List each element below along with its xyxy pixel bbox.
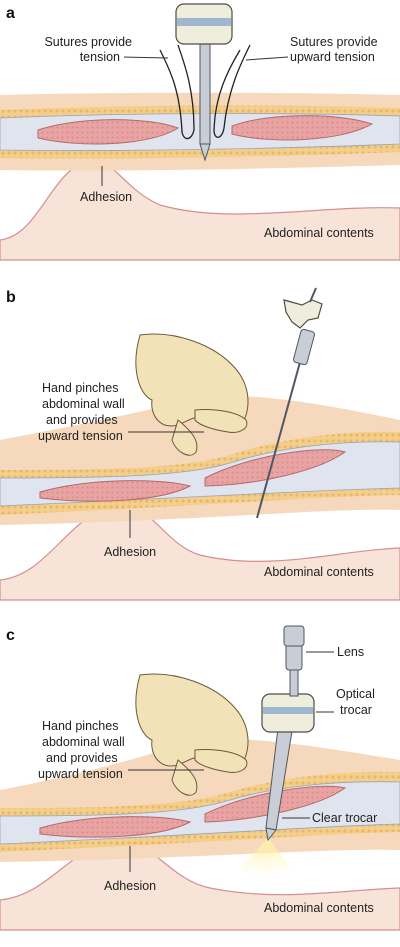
panel-b-veress-needle: [256, 287, 323, 519]
panel-a: a Sutures provide tension Sutures provid…: [0, 3, 400, 261]
panel-c-lens-body: [285, 643, 303, 671]
panel-c-adhesion: Adhesion: [104, 879, 156, 893]
panel-a-adhesion: Adhesion: [80, 190, 132, 204]
panel-b: b Hand pinches abdominal wall and provid…: [0, 287, 400, 601]
panel-b-hand-label-4: upward tension: [38, 429, 123, 443]
panel-c: c Hand pinches abdominal wall and prov: [0, 625, 400, 931]
panel-c-hand-thumb: [194, 749, 248, 773]
panel-c-light-glow: [230, 838, 300, 880]
panel-a-trocar-band: [177, 18, 231, 26]
panel-b-hand-label-1: Hand pinches: [42, 381, 118, 395]
panel-c-scope-shaft: [289, 667, 299, 697]
panel-b-hand: [135, 333, 249, 456]
panel-a-muscle-right: [231, 115, 374, 141]
panel-b-abdominal-contents: [0, 504, 400, 601]
panel-c-optical-label-2: trocar: [340, 703, 372, 717]
panel-a-label-left-1: Sutures provide: [44, 35, 132, 49]
panel-c-optical-label-1: Optical: [336, 687, 375, 701]
panel-c-contents: Abdominal contents: [264, 901, 374, 915]
panel-a-label-right-2: upward tension: [290, 50, 375, 64]
panel-c-muscle-left: [39, 816, 192, 838]
panel-c-hand-label-1: Hand pinches: [42, 719, 118, 733]
panel-c-hand: [135, 673, 249, 796]
panel-a-suture-right: [213, 44, 251, 138]
panel-a-trocar: [175, 3, 233, 162]
panel-c-hand-label-4: upward tension: [38, 767, 123, 781]
panel-a-leader-right: [245, 56, 289, 61]
panel-a-letter: a: [6, 5, 15, 22]
panel-a-trocar-tip: [199, 143, 211, 162]
panel-c-letter: c: [6, 627, 15, 644]
panel-c-hand-label-2: abdominal wall: [42, 735, 125, 749]
panel-c-lens-label: Lens: [337, 645, 364, 659]
panel-a-abdominal-contents: [0, 159, 400, 261]
panel-c-trocar-tip: [265, 827, 277, 842]
panel-c-trocar-band: [263, 707, 313, 714]
panel-a-contents: Abdominal contents: [264, 226, 374, 240]
panel-a-label-right-1: Sutures provide: [290, 35, 378, 49]
panel-a-suture-left: [159, 44, 195, 140]
panel-b-hand-label-2: abdominal wall: [42, 397, 125, 411]
panel-b-hand-finger: [171, 419, 198, 456]
panel-c-optical-trocar: [261, 625, 315, 842]
panel-a-leader-left: [123, 56, 169, 59]
panel-b-hand-thumb: [194, 409, 248, 433]
panel-b-letter: b: [6, 289, 16, 306]
panel-a-trocar-shaft: [199, 43, 211, 145]
panel-b-stopcock: [283, 299, 323, 329]
panel-b-needle-hub: [293, 328, 315, 366]
panel-c-abdominal-contents: [0, 839, 400, 931]
panel-b-muscle-left: [39, 480, 192, 502]
panel-c-clear-trocar-label: Clear trocar: [312, 811, 377, 825]
panel-a-label-left-2: tension: [80, 50, 120, 64]
panel-c-hand-finger: [171, 759, 198, 796]
panel-b-contents: Abdominal contents: [264, 565, 374, 579]
panel-b-adhesion: Adhesion: [104, 545, 156, 559]
panel-b-muscle-right: [204, 449, 347, 487]
panel-b-needle-shaft: [256, 354, 303, 519]
panel-a-muscle-left: [37, 119, 180, 145]
panel-b-needle-top: [309, 287, 317, 303]
panel-b-hand-label-3: and provides: [46, 413, 118, 427]
panel-c-hand-label-3: and provides: [46, 751, 118, 765]
panel-c-lens-cap: [283, 625, 305, 647]
